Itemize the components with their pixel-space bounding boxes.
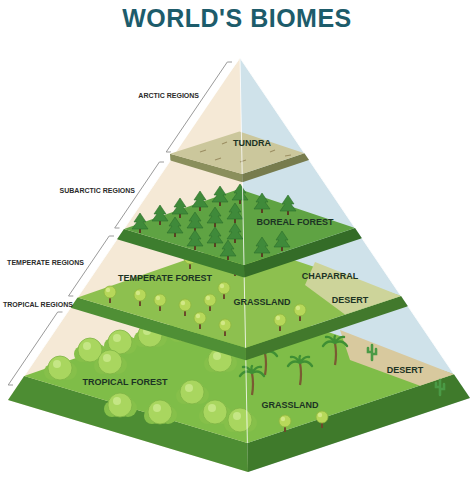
region-label: TROPICAL REGIONS <box>3 301 73 308</box>
region-label: TEMPERATE REGIONS <box>7 259 84 266</box>
boreal-layer <box>117 184 362 277</box>
biome-label: BOREAL FOREST <box>257 218 334 227</box>
biome-label: DESERT <box>387 366 424 375</box>
title: WORLD'S BIOMES <box>0 6 474 31</box>
biome-label: TUNDRA <box>233 139 271 148</box>
pyramid-faces <box>8 58 470 472</box>
pyramid-edges <box>24 58 454 443</box>
biome-label: GRASSLAND <box>261 401 318 410</box>
region-label: ARCTIC REGIONS <box>138 92 199 99</box>
biome-label: TEMPERATE FOREST <box>118 274 212 283</box>
biome-label: TROPICAL FOREST <box>83 378 168 387</box>
biome-label: CHAPARRAL <box>302 272 358 281</box>
biome-label: GRASSLAND <box>233 298 290 307</box>
region-label: SUBARCTIC REGIONS <box>60 187 135 194</box>
tundra-layer <box>170 131 309 182</box>
biome-label: DESERT <box>332 296 369 305</box>
